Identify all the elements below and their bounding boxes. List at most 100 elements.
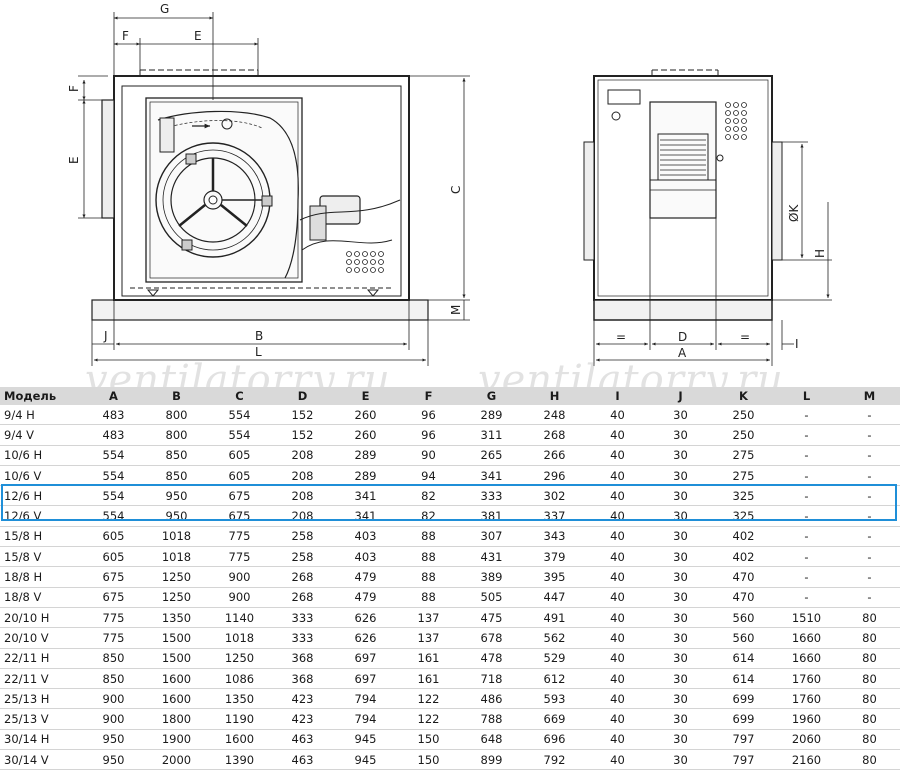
dim-label-m: M [449, 305, 463, 315]
model-cell: 15/8 V [0, 546, 82, 568]
value-cell: 463 [271, 729, 334, 751]
value-cell: 850 [145, 445, 208, 466]
value-cell: 82 [397, 505, 460, 527]
dim-label-e: E [194, 29, 202, 43]
column-header-m: M [838, 387, 900, 405]
value-cell: 80 [838, 708, 900, 730]
value-cell: 30 [649, 465, 712, 487]
dim-label-l: L [255, 345, 262, 359]
value-cell: 648 [460, 729, 523, 751]
value-cell: 699 [712, 708, 775, 730]
value-cell: 80 [838, 688, 900, 710]
value-cell: 675 [82, 566, 145, 588]
value-cell: - [838, 465, 900, 487]
value-cell: 260 [334, 424, 397, 446]
value-cell: 208 [271, 505, 334, 527]
dim-label-d: D [678, 330, 687, 344]
value-cell: 431 [460, 546, 523, 568]
value-cell: 265 [460, 445, 523, 466]
value-cell: 470 [712, 587, 775, 608]
value-cell: 900 [82, 688, 145, 710]
value-cell: 30 [649, 708, 712, 730]
value-cell: - [775, 526, 838, 548]
value-cell: 2060 [775, 729, 838, 751]
value-cell: 529 [523, 648, 586, 669]
value-cell: 626 [334, 627, 397, 649]
value-cell: 325 [712, 485, 775, 507]
value-cell: 1500 [145, 627, 208, 649]
value-cell: 554 [82, 505, 145, 527]
value-cell: - [838, 424, 900, 446]
value-cell: 675 [208, 485, 271, 507]
value-cell: 800 [145, 424, 208, 446]
dim-label-e-vertical: E [67, 156, 81, 164]
value-cell: 40 [586, 546, 649, 568]
value-cell: 268 [523, 424, 586, 446]
value-cell: - [838, 405, 900, 426]
value-cell: 491 [523, 607, 586, 629]
value-cell: 478 [460, 648, 523, 669]
model-cell: 10/6 H [0, 445, 82, 466]
value-cell: 614 [712, 648, 775, 669]
value-cell: 505 [460, 587, 523, 608]
column-header-b: B [145, 387, 208, 405]
value-cell: 775 [208, 526, 271, 548]
value-cell: 605 [82, 526, 145, 548]
value-cell: 605 [208, 465, 271, 487]
value-cell: 307 [460, 526, 523, 548]
value-cell: 775 [82, 627, 145, 649]
dim-label-f: F [122, 29, 129, 43]
side-view-labels: G F E F E C M J B L [67, 2, 463, 359]
column-header-d: D [271, 387, 334, 405]
value-cell: 30 [649, 505, 712, 527]
model-cell: 12/6 H [0, 485, 82, 507]
value-cell: 945 [334, 729, 397, 751]
value-cell: 1660 [775, 627, 838, 649]
value-cell: 88 [397, 566, 460, 588]
value-cell: 699 [712, 688, 775, 710]
value-cell: 395 [523, 566, 586, 588]
value-cell: 268 [271, 566, 334, 588]
value-cell: 80 [838, 729, 900, 751]
value-cell: 403 [334, 546, 397, 568]
value-cell: 950 [145, 505, 208, 527]
value-cell: 950 [82, 749, 145, 770]
column-header-c: C [208, 387, 271, 405]
model-cell: 15/8 H [0, 526, 82, 548]
dim-label-f-vertical: F [67, 85, 81, 92]
value-cell: 152 [271, 405, 334, 426]
value-cell: 88 [397, 526, 460, 548]
dim-label-h: H [813, 249, 827, 258]
value-cell: 80 [838, 607, 900, 629]
value-cell: 945 [334, 749, 397, 770]
value-cell: 850 [82, 668, 145, 690]
value-cell: 792 [523, 749, 586, 770]
value-cell: 94 [397, 465, 460, 487]
value-cell: 614 [712, 668, 775, 690]
dim-label-c: C [449, 186, 463, 194]
front-view-dimensions [593, 141, 832, 366]
value-cell: 850 [145, 465, 208, 487]
value-cell: 40 [586, 648, 649, 669]
value-cell: 30 [649, 729, 712, 751]
value-cell: 268 [271, 587, 334, 608]
value-cell: - [775, 546, 838, 568]
column-header-k: K [712, 387, 775, 405]
value-cell: 152 [271, 424, 334, 446]
value-cell: 1190 [208, 708, 271, 730]
value-cell: 470 [712, 566, 775, 588]
model-cell: 25/13 H [0, 688, 82, 710]
value-cell: 1350 [208, 688, 271, 710]
model-cell: 30/14 V [0, 749, 82, 770]
value-cell: 554 [208, 424, 271, 446]
technical-drawing: G F E F E C M J B L [67, 2, 832, 366]
value-cell: - [838, 505, 900, 527]
